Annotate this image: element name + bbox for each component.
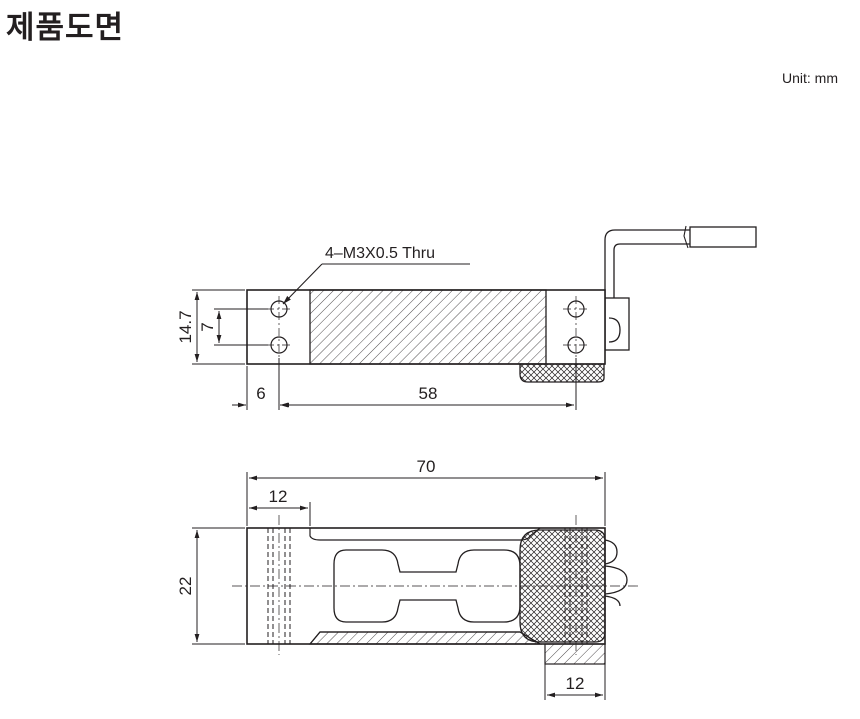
dim-hole-spacing: 7 <box>198 322 217 331</box>
unit-label: Unit: mm <box>782 70 838 86</box>
dim-edge: 6 <box>256 384 265 403</box>
cable-clamp <box>604 297 630 351</box>
dim-height-top: 14.7 <box>176 310 195 343</box>
dim-line-hole-spacing <box>214 308 268 346</box>
dim-right-mount: 12 <box>566 674 585 693</box>
cable <box>604 225 757 298</box>
page-title: 제품도면 <box>6 10 125 46</box>
dim-left-mount: 12 <box>269 487 288 506</box>
dim-height-side: 22 <box>176 577 195 596</box>
gauge-area-hatch <box>309 289 547 365</box>
dim-line-height-side <box>192 527 245 645</box>
top-view <box>192 225 757 410</box>
hole-note: 4–M3X0.5 Thru <box>325 245 435 262</box>
mounting-block <box>544 643 606 665</box>
dim-line-left-mount <box>249 502 311 526</box>
hidden-threads <box>267 528 588 644</box>
connector-pad <box>519 363 605 383</box>
dim-length: 70 <box>417 457 436 476</box>
dim-line-length <box>246 472 606 526</box>
dim-line-height-top <box>192 289 245 365</box>
cable-boss <box>604 539 628 607</box>
side-view <box>192 472 640 700</box>
dim-line-right-mount <box>544 664 606 700</box>
hole-note-leader <box>282 263 470 305</box>
dim-hole-pitch: 58 <box>419 384 438 403</box>
dim-line-bottom <box>232 358 577 410</box>
